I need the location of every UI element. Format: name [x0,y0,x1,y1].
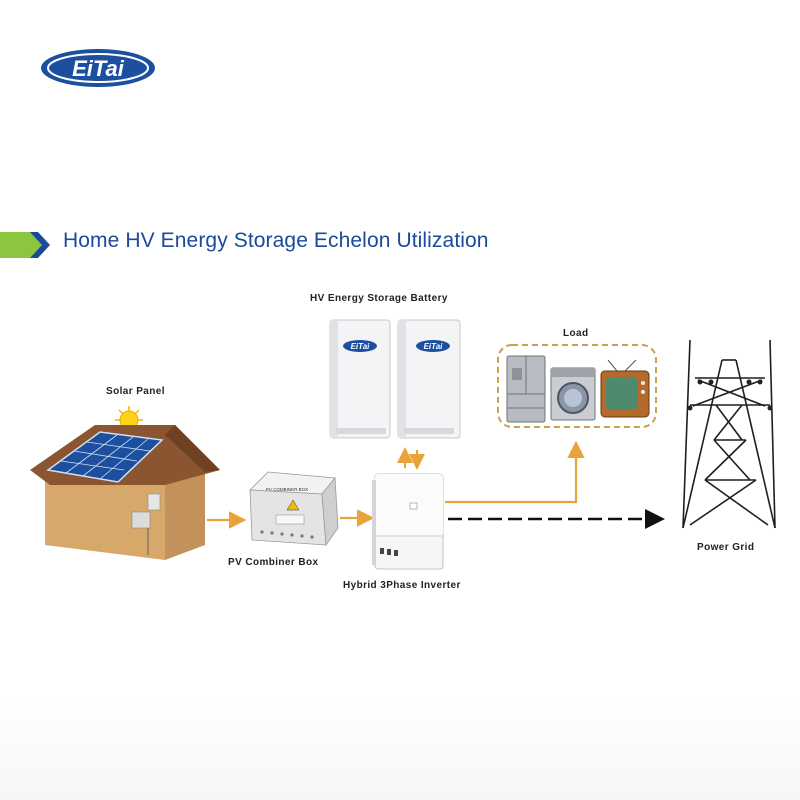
inverter-label: Hybrid 3Phase Inverter [343,580,461,591]
battery-unit-2: EiTai [397,319,461,439]
power-grid-tower-icon [682,339,776,529]
battery-logo-text-1: EiTai [351,342,371,351]
title-chevron-icon [0,232,50,258]
battery-unit-1: EiTai [329,319,391,439]
power-line-insulators [687,379,773,411]
load-group-border [497,344,657,428]
television-icon [600,359,650,418]
refrigerator-icon [506,355,546,423]
hybrid-inverter [372,473,444,570]
washing-machine-icon [550,367,596,421]
flow-arrow-inverter-to-load [445,440,585,504]
combiner-box-label: PV Combiner Box [228,557,319,568]
background-fade [0,700,800,800]
logo-text: EiTai [72,56,125,81]
solar-panel [46,431,164,483]
page-title: Home HV Energy Storage Echelon Utilizati… [63,229,489,252]
solar-panel-label: Solar Panel [106,386,165,397]
eitai-logo: EiTai [41,49,155,87]
house-illustration [30,425,220,560]
battery-label: HV Energy Storage Battery [310,293,448,304]
combiner-plate-text: PV COMBINER BOX [266,487,308,492]
battery-logo-text-2: EiTai [424,342,444,351]
power-grid-label: Power Grid [697,542,755,553]
load-label: Load [563,328,589,339]
pv-combiner-box: PV COMBINER BOX [249,471,339,547]
